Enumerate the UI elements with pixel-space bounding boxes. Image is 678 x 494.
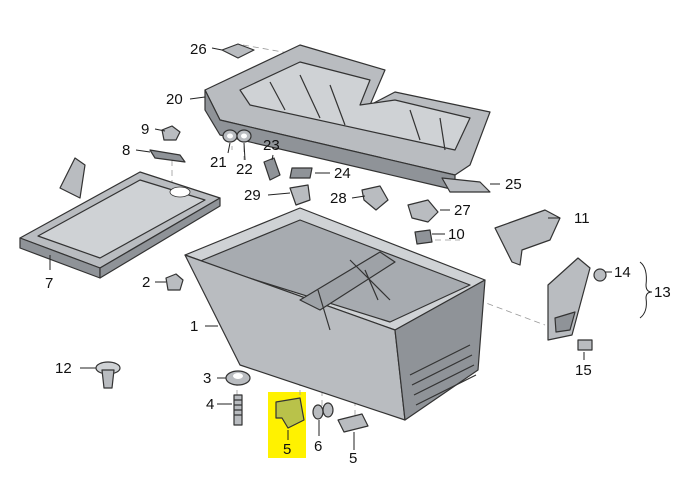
part-26-clip [221, 43, 255, 59]
callout-14: 14 [614, 264, 631, 281]
callout-3: 3 [203, 370, 211, 387]
callout-27: 27 [454, 202, 471, 219]
leader-lines [49, 47, 653, 450]
part-4-stud [233, 394, 243, 426]
part-10-pad [414, 229, 433, 245]
part-20-tray [204, 44, 491, 191]
part-25-bracket [441, 177, 491, 193]
part-6-washers [312, 402, 334, 420]
callout-24: 24 [334, 165, 351, 182]
part-7-cover-plate [19, 157, 221, 279]
part-23-clip [263, 157, 281, 181]
callout-12: 12 [55, 360, 72, 377]
callout-22: 22 [236, 161, 253, 178]
callout-23: 23 [263, 137, 280, 154]
callout-21: 21 [210, 154, 227, 171]
callout-7: 7 [45, 275, 53, 292]
part-22-washer [236, 129, 252, 143]
callout-11: 11 [574, 210, 590, 227]
part-8-bracket [149, 149, 186, 163]
callout-29: 29 [244, 187, 261, 204]
part-12-clip [95, 361, 121, 389]
part-1-storage-box [184, 207, 486, 421]
part-9-nut [161, 125, 181, 141]
callout-2: 2 [142, 274, 150, 291]
part-24-pad [289, 167, 313, 179]
part-15-bolt [577, 339, 593, 351]
part-11-bracket [494, 209, 561, 266]
callout-5: 5 [349, 450, 357, 467]
callout-13: 13 [654, 284, 671, 301]
callout-4: 4 [206, 396, 214, 413]
callout-25: 25 [505, 176, 522, 193]
part-21-washer [222, 129, 238, 143]
callout-5-highlighted: 5 [283, 441, 291, 458]
callout-20: 20 [166, 91, 183, 108]
part-2-nut [165, 273, 184, 291]
callout-26: 26 [190, 41, 207, 58]
callout-9: 9 [141, 121, 149, 138]
callout-1: 1 [190, 318, 198, 335]
part-27-clip [407, 199, 439, 223]
part-29-clip [289, 184, 311, 206]
part-5-bracket-second [337, 413, 369, 433]
part-13-hook-plate [547, 257, 591, 341]
callout-labels: 26 20 9 8 21 22 23 24 29 28 27 25 10 11 … [45, 41, 671, 467]
part-14-washer [593, 268, 607, 282]
callout-28: 28 [330, 190, 347, 207]
callout-8: 8 [122, 142, 130, 159]
callout-10: 10 [448, 226, 465, 243]
callout-6: 6 [314, 438, 322, 455]
callout-15: 15 [575, 362, 592, 379]
part-3-grommet [225, 370, 251, 386]
part-5-bracket-highlighted [275, 397, 305, 429]
part-28-clip [361, 185, 389, 211]
